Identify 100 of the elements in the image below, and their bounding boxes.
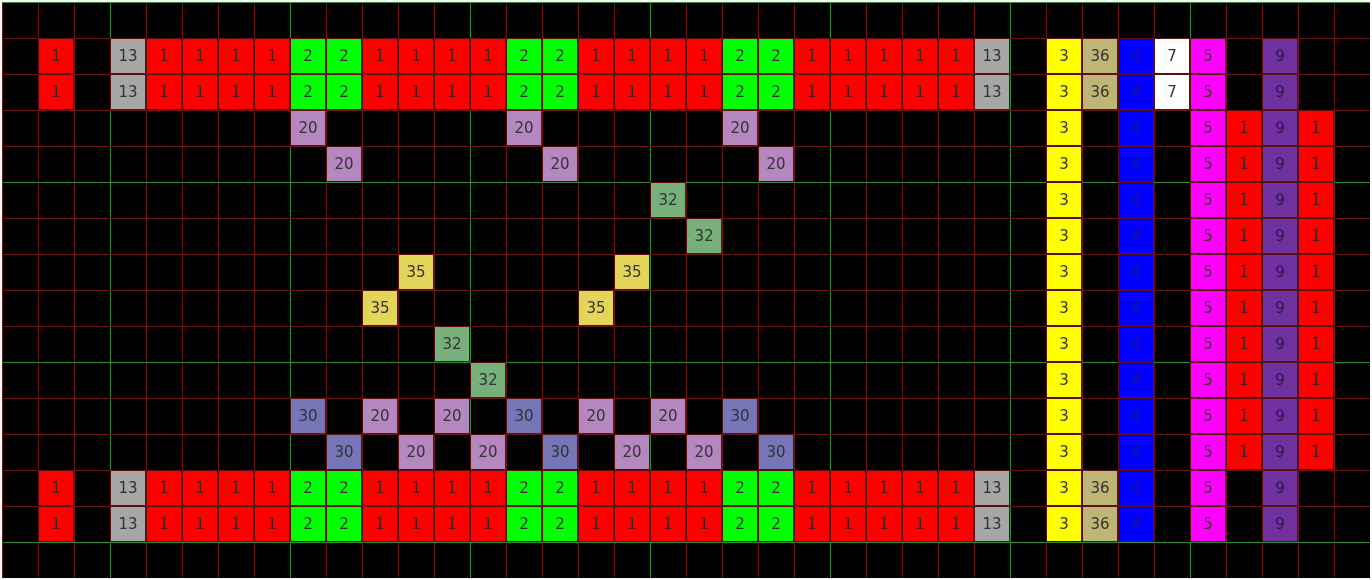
- number-cell: 5: [1190, 110, 1226, 146]
- number-cell: 20: [290, 110, 326, 146]
- number-cell: 1: [938, 38, 974, 74]
- number-cell: 13: [110, 38, 146, 74]
- number-cell: 2: [542, 74, 578, 110]
- number-cell: 1: [794, 74, 830, 110]
- number-cell: 32: [470, 362, 506, 398]
- number-cell: 2: [506, 74, 542, 110]
- number-cell: 1: [182, 506, 218, 542]
- number-cell: 5: [1190, 146, 1226, 182]
- number-cell: 9: [1262, 470, 1298, 506]
- number-cell: 2: [290, 470, 326, 506]
- number-cell: 1: [362, 506, 398, 542]
- number-cell: 4: [1118, 182, 1154, 218]
- number-cell: 1: [1298, 182, 1334, 218]
- number-cell: 1: [686, 506, 722, 542]
- number-cell: 9: [1262, 110, 1298, 146]
- number-cell: 13: [110, 470, 146, 506]
- number-cell: 3: [1046, 74, 1082, 110]
- number-cell: 1: [146, 506, 182, 542]
- number-cell: 1: [146, 74, 182, 110]
- number-cell: 30: [290, 398, 326, 434]
- number-cell: 1: [1226, 434, 1262, 470]
- number-cell: 3: [1046, 218, 1082, 254]
- number-cell: 1: [38, 506, 74, 542]
- number-cell: 20: [326, 146, 362, 182]
- number-cell: 1: [398, 38, 434, 74]
- number-cell: 9: [1262, 254, 1298, 290]
- number-cell: 1: [1226, 146, 1262, 182]
- number-cell: 1: [650, 470, 686, 506]
- number-cell: 5: [1190, 38, 1226, 74]
- number-cell: 9: [1262, 218, 1298, 254]
- number-cell: 1: [1298, 218, 1334, 254]
- number-cell: 20: [614, 434, 650, 470]
- number-cell: 7: [1154, 38, 1190, 74]
- number-cell: 30: [542, 434, 578, 470]
- number-cell: 1: [614, 38, 650, 74]
- number-cell: 1: [1226, 398, 1262, 434]
- number-cell: 30: [758, 434, 794, 470]
- number-cell: 1: [434, 38, 470, 74]
- number-cell: 1: [362, 38, 398, 74]
- number-cell: 2: [722, 74, 758, 110]
- number-cell: 9: [1262, 434, 1298, 470]
- number-cell: 1: [938, 470, 974, 506]
- number-cell: 30: [506, 398, 542, 434]
- number-cell: 1: [218, 506, 254, 542]
- number-cell: 13: [974, 74, 1010, 110]
- number-cell: 1: [866, 506, 902, 542]
- number-cell: 13: [110, 506, 146, 542]
- number-cell: 2: [326, 38, 362, 74]
- number-cell: 20: [542, 146, 578, 182]
- number-cell: 1: [38, 38, 74, 74]
- number-cell: 1: [218, 470, 254, 506]
- number-cell: 3: [1046, 182, 1082, 218]
- number-cell: 9: [1262, 38, 1298, 74]
- number-cell: 4: [1118, 146, 1154, 182]
- number-cell: 1: [902, 38, 938, 74]
- number-cell: 36: [1082, 74, 1118, 110]
- number-cell: 1: [830, 38, 866, 74]
- number-cell: 5: [1190, 326, 1226, 362]
- number-cell: 1: [1226, 362, 1262, 398]
- number-cell: 2: [758, 38, 794, 74]
- number-cell: 1: [254, 74, 290, 110]
- number-cell: 1: [650, 38, 686, 74]
- number-cell: 9: [1262, 290, 1298, 326]
- number-cell: 3: [1046, 38, 1082, 74]
- number-cell: 20: [758, 146, 794, 182]
- number-cell: 1: [218, 38, 254, 74]
- number-cell: 4: [1118, 74, 1154, 110]
- number-cell: 1: [254, 38, 290, 74]
- number-cell: 1: [362, 470, 398, 506]
- number-cell: 2: [326, 506, 362, 542]
- number-cell: 5: [1190, 290, 1226, 326]
- number-cell: 1: [470, 38, 506, 74]
- number-cell: 35: [398, 254, 434, 290]
- number-cell: 1: [38, 74, 74, 110]
- number-cell: 1: [686, 74, 722, 110]
- number-cell: 3: [1046, 506, 1082, 542]
- number-cell: 4: [1118, 290, 1154, 326]
- number-cell: 32: [686, 218, 722, 254]
- number-cell: 1: [1226, 326, 1262, 362]
- number-cell: 5: [1190, 218, 1226, 254]
- number-cell: 9: [1262, 326, 1298, 362]
- number-cell: 3: [1046, 326, 1082, 362]
- number-cell: 1: [578, 74, 614, 110]
- number-cell: 1: [1298, 434, 1334, 470]
- number-cell: 5: [1190, 434, 1226, 470]
- number-cell: 20: [578, 398, 614, 434]
- number-cell: 2: [758, 74, 794, 110]
- number-cell: 4: [1118, 470, 1154, 506]
- number-cell: 1: [830, 470, 866, 506]
- number-cell: 35: [362, 290, 398, 326]
- number-cell: 1: [1298, 110, 1334, 146]
- number-cell: 1: [794, 38, 830, 74]
- number-cell: 2: [722, 38, 758, 74]
- number-cell: 1: [866, 38, 902, 74]
- number-cell: 9: [1262, 506, 1298, 542]
- number-cell: 1: [1226, 290, 1262, 326]
- number-cell: 1: [902, 74, 938, 110]
- number-cell: 1: [686, 38, 722, 74]
